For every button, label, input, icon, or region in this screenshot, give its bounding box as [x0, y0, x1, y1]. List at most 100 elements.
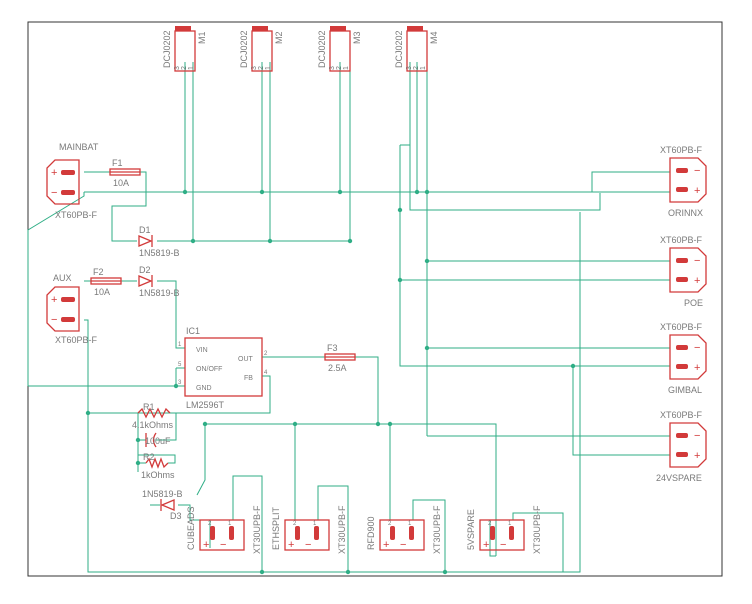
resistor-r2: R2 1kOhms	[141, 452, 175, 480]
battery-part: XT60PB-F	[55, 210, 98, 220]
battery-part: XT60PB-F	[55, 335, 98, 345]
connector-poe: − + XT60PB-F POE	[660, 235, 707, 308]
motor-m3: DCJ0202 M3 3 2 1	[317, 26, 362, 72]
svg-text:3: 3	[406, 66, 413, 70]
connector-name: POE	[684, 298, 703, 308]
svg-text:2: 2	[208, 521, 212, 527]
motor-part-label: DCJ0202	[317, 30, 327, 68]
fuse-f2: F2 10A	[90, 267, 122, 297]
capacitor-c1: 100uF	[145, 432, 171, 448]
svg-text:D1: D1	[139, 225, 151, 235]
svg-text:−: −	[694, 255, 700, 267]
junctions	[85, 189, 576, 575]
svg-text:3: 3	[178, 380, 182, 386]
connector-part: XT60PB-F	[660, 235, 703, 245]
connector-name: ORINNX	[668, 208, 703, 218]
svg-text:1: 1	[265, 66, 272, 70]
svg-text:1N5819-B: 1N5819-B	[142, 489, 183, 499]
diode-d1: D1 1N5819-B	[138, 225, 180, 258]
battery-name: MAINBAT	[59, 142, 99, 152]
svg-text:2: 2	[336, 66, 343, 70]
connector-part: XT30UPB-F	[252, 505, 262, 554]
motor-part-label: DCJ0202	[394, 30, 404, 68]
svg-text:−: −	[694, 342, 700, 354]
svg-text:−: −	[51, 314, 57, 326]
connector-name: 24VSPARE	[656, 473, 702, 483]
svg-text:1: 1	[343, 66, 350, 70]
regulator-ic1: IC1 LM2596T VIN ON/OFF GND OUT FB 1 5 3 …	[178, 326, 268, 410]
svg-text:−: −	[694, 430, 700, 442]
svg-text:100uF: 100uF	[145, 436, 171, 446]
svg-text:2: 2	[388, 521, 392, 527]
svg-text:2: 2	[488, 521, 492, 527]
motor-ref-label: M1	[197, 31, 207, 44]
connector-part: XT30UPB-F	[432, 505, 442, 554]
fuse-f1: F1 10A	[109, 158, 141, 188]
svg-text:ON/OFF: ON/OFF	[196, 366, 222, 373]
diode-d2: D2 1N5819-B	[138, 265, 180, 298]
battery-name: AUX	[53, 273, 72, 283]
battery-aux: + − AUX XT60PB-F	[46, 273, 98, 345]
svg-text:+: +	[694, 275, 700, 287]
svg-text:F3: F3	[327, 343, 338, 353]
svg-text:1N5819-B: 1N5819-B	[139, 288, 180, 298]
svg-text:10A: 10A	[94, 287, 110, 297]
svg-text:−: −	[220, 539, 226, 551]
connector-part: XT60PB-F	[660, 410, 703, 420]
svg-text:−: −	[694, 165, 700, 177]
connector-name: RFD900	[366, 516, 376, 550]
svg-text:VIN: VIN	[196, 347, 208, 354]
svg-text:F1: F1	[112, 158, 123, 168]
svg-text:+: +	[288, 539, 294, 551]
connector-24vspare: − + XT60PB-F 24VSPARE	[656, 410, 707, 483]
svg-text:−: −	[305, 539, 311, 551]
connector-part: XT60PB-F	[660, 322, 703, 332]
svg-text:1: 1	[508, 521, 512, 527]
svg-text:1: 1	[228, 521, 232, 527]
svg-text:3: 3	[251, 66, 258, 70]
svg-text:D3: D3	[170, 511, 182, 521]
connector-name: ETHSPLIT	[271, 506, 281, 550]
svg-text:FB: FB	[244, 375, 253, 382]
svg-text:3: 3	[329, 66, 336, 70]
svg-text:10A: 10A	[113, 178, 129, 188]
svg-text:−: −	[400, 539, 406, 551]
motor-m2: DCJ0202 M2 3 2 1	[239, 26, 284, 72]
svg-text:1kOhms: 1kOhms	[141, 470, 175, 480]
fuse-f3: F3 2.5A	[324, 343, 356, 373]
motor-m4: DCJ0202 M4 3 2 1	[394, 26, 439, 72]
motor-part-label: DCJ0202	[239, 30, 249, 68]
svg-text:GND: GND	[196, 385, 212, 392]
svg-text:2: 2	[181, 66, 188, 70]
connector-cubeads: + − 2 1 CUBEADS XT30UPB-F	[186, 505, 262, 554]
motor-part-label: DCJ0202	[162, 30, 172, 68]
connector-gimbal: − + XT60PB-F GIMBAL	[660, 322, 707, 395]
svg-text:+: +	[383, 539, 389, 551]
svg-text:1: 1	[420, 66, 427, 70]
motor-m1: DCJ0202 M1 3 2 1	[162, 26, 207, 72]
connector-part: XT30UPB-F	[337, 505, 347, 554]
svg-text:4: 4	[264, 370, 268, 376]
svg-text:+: +	[483, 539, 489, 551]
svg-text:1: 1	[313, 521, 317, 527]
svg-text:+: +	[203, 539, 209, 551]
motor-ref-label: M4	[429, 31, 439, 44]
svg-text:−: −	[500, 539, 506, 551]
svg-text:F2: F2	[93, 267, 104, 277]
connector-orinnx: − + XT60PB-F ORINNX	[660, 145, 707, 218]
svg-text:1: 1	[408, 521, 412, 527]
svg-text:2: 2	[264, 351, 268, 357]
connector-name: 5VSPARE	[466, 509, 476, 550]
motor-ref-label: M3	[352, 31, 362, 44]
regulator-part: LM2596T	[186, 400, 225, 410]
diode-d3: 1N5819-B D3	[142, 489, 183, 521]
svg-text:4.1kOhms: 4.1kOhms	[132, 420, 174, 430]
resistor-r1: R1 4.1kOhms	[132, 402, 174, 430]
connector-part: XT30UPB-F	[532, 505, 542, 554]
wires	[27, 62, 670, 573]
svg-text:D2: D2	[139, 265, 151, 275]
svg-text:OUT: OUT	[238, 356, 254, 363]
svg-text:+: +	[694, 362, 700, 374]
sheet-frame	[27, 21, 723, 577]
